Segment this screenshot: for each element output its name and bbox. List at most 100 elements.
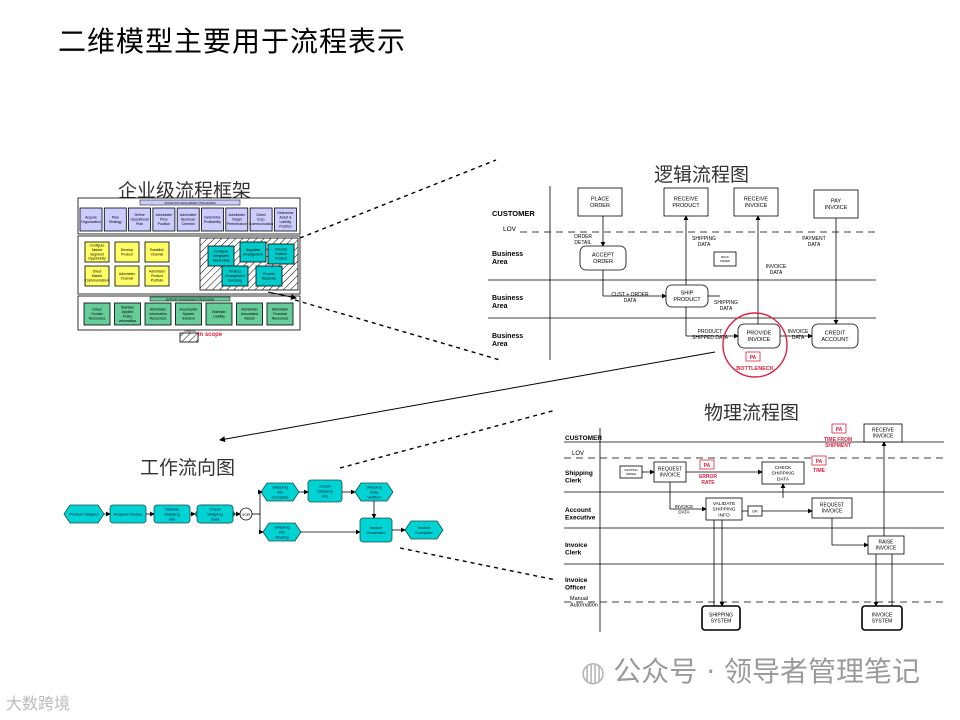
pa-badge-label: PA	[816, 459, 823, 465]
scope-process-box	[255, 265, 283, 287]
support-process-box	[266, 302, 294, 326]
bottom-bar	[149, 296, 231, 302]
pa-badge-label: PA	[836, 427, 843, 433]
watermark-text: 公众号 · 领导者管理笔记	[613, 655, 920, 688]
top-process-box	[273, 207, 297, 232]
pa-badge	[831, 423, 847, 434]
scope-process-box	[239, 241, 267, 263]
core-process-box	[84, 241, 110, 263]
support-process-box	[236, 302, 263, 326]
support-process-box	[175, 302, 202, 326]
bottleneck-label: BOTTLENECK	[736, 366, 774, 372]
page-title: 二维模型主要用于流程表示	[58, 25, 407, 58]
top-process-box	[176, 207, 200, 232]
section-workflow-title: 工作流向图	[140, 457, 236, 479]
support-process-box	[114, 302, 141, 326]
connector-lines	[219, 159, 716, 581]
pa-badge	[699, 459, 715, 470]
wechat-watermark: ◍公众号 · 领导者管理笔记	[581, 650, 920, 690]
scope-process-box	[221, 265, 249, 287]
legend-in-scope-label: In scope	[198, 332, 223, 338]
event-node	[354, 482, 394, 502]
section-physical-title: 物理流程图	[704, 402, 800, 424]
core-process-box	[144, 265, 170, 287]
top-process-box	[103, 207, 127, 232]
top-bar-label: OPERATION MANAGEMENT PROCESSES	[164, 201, 215, 205]
event-node-label: Product Shipped	[69, 512, 99, 517]
ok-box-label: OK	[752, 508, 758, 513]
top-process-box	[225, 207, 249, 232]
top-process-box	[249, 207, 273, 232]
flow-label-red: TIME	[813, 468, 826, 474]
connector-arrow	[267, 291, 297, 300]
scope-process-box	[267, 243, 295, 265]
receive-product-box	[663, 187, 709, 217]
legend-label: Legend	[184, 329, 195, 333]
pa-badge	[811, 455, 827, 466]
support-process-box	[205, 302, 233, 326]
core-process-box	[144, 241, 170, 263]
top-process-box	[152, 207, 176, 232]
xor-label: XOR	[242, 512, 251, 517]
function-node-label: Request Invoice	[114, 512, 143, 517]
support-process-box	[83, 302, 111, 326]
support-process-box	[144, 302, 172, 326]
top-process-box	[128, 207, 152, 232]
top-bar	[139, 199, 241, 206]
pa-badge-label: PA	[704, 463, 711, 469]
place-order-box	[577, 187, 623, 217]
wechat-icon: ◍	[580, 655, 606, 688]
top-process-box	[79, 207, 103, 232]
lov-label: LOV	[503, 226, 517, 233]
